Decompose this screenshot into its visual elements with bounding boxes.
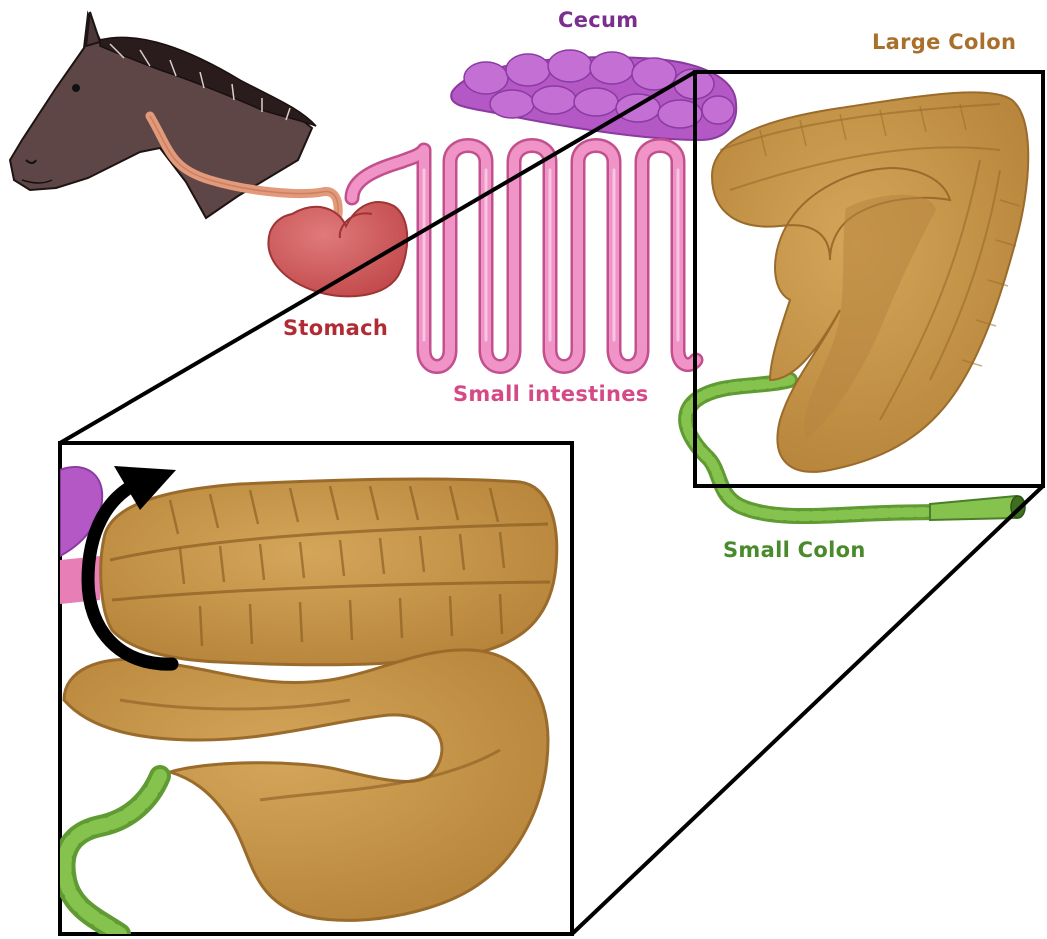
stomach-label: Stomach xyxy=(283,316,388,340)
large-colon-label: Large Colon xyxy=(872,30,1016,54)
small-colon-label: Small Colon xyxy=(723,538,866,562)
horse-eye xyxy=(72,84,80,92)
small-intestines-label: Small intestines xyxy=(453,382,649,406)
large-colon xyxy=(712,92,1028,472)
cecum-label: Cecum xyxy=(558,8,638,32)
